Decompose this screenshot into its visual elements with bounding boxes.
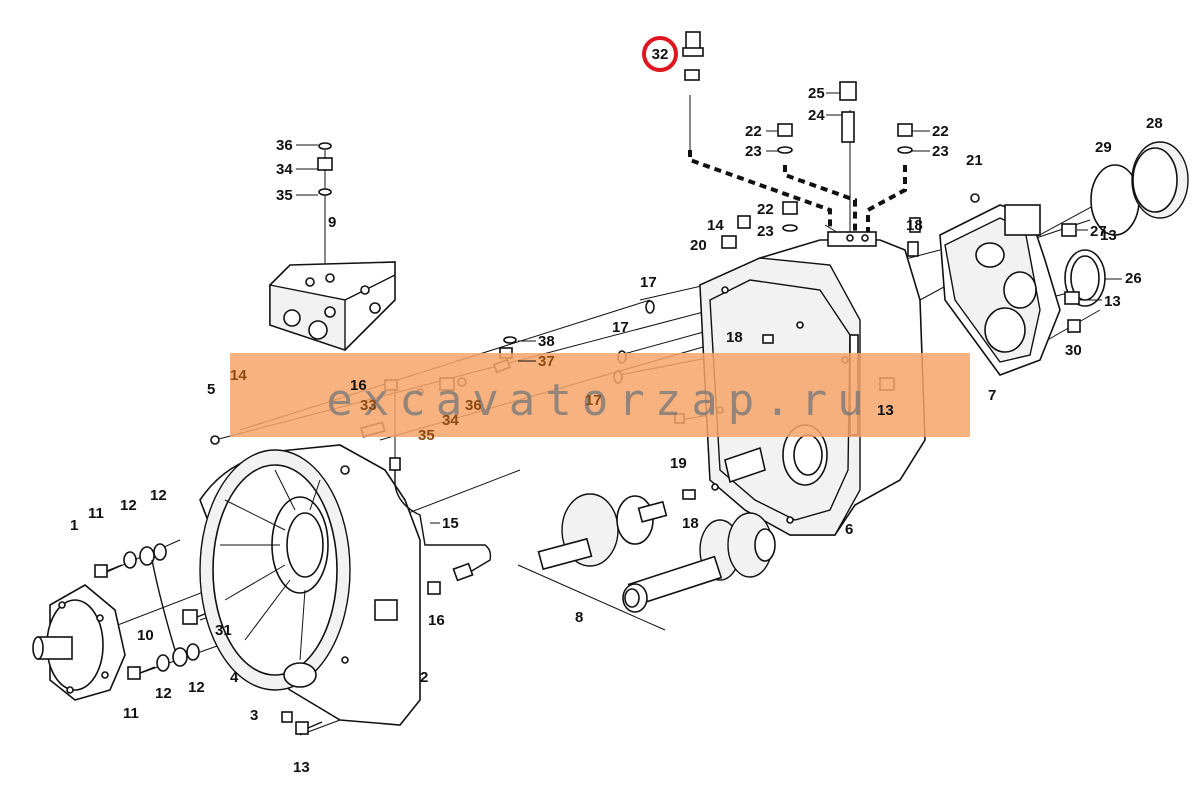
callout-29: 29 bbox=[1095, 139, 1112, 156]
callout-4: 4 bbox=[230, 669, 239, 686]
callout-17a: 17 bbox=[640, 274, 657, 291]
label-ticks bbox=[296, 92, 1122, 524]
callout-17b: 17 bbox=[612, 319, 629, 336]
callout-32: 32 bbox=[652, 46, 669, 63]
callout-11b: 11 bbox=[123, 705, 139, 722]
part-2-front-housing bbox=[199, 444, 421, 726]
small-fasteners-left bbox=[94, 435, 323, 735]
callout-10: 10 bbox=[137, 627, 154, 644]
callout-7: 7 bbox=[988, 387, 996, 404]
callout-32-highlight-ring bbox=[642, 36, 678, 72]
callout-16a: 16 bbox=[350, 377, 367, 394]
callout-14b: 14 bbox=[707, 217, 724, 234]
callout-1: 1 bbox=[70, 517, 78, 534]
callout-22c: 22 bbox=[757, 201, 774, 218]
callout-13a: 13 bbox=[293, 759, 310, 776]
callout-38: 38 bbox=[538, 333, 555, 350]
watermark-text: excavatorzap.ru bbox=[326, 375, 873, 426]
part-8-gear-shafts bbox=[537, 493, 776, 613]
callout-19: 19 bbox=[670, 455, 687, 472]
callout-23b: 23 bbox=[932, 143, 949, 160]
callout-35a: 35 bbox=[276, 187, 293, 204]
callout-18b: 18 bbox=[726, 329, 743, 346]
callout-15: 15 bbox=[442, 515, 459, 532]
callout-9: 9 bbox=[328, 214, 336, 231]
callout-25: 25 bbox=[808, 85, 825, 102]
callout-11a: 11 bbox=[88, 505, 104, 522]
callout-23a: 23 bbox=[745, 143, 762, 160]
callout-35b: 35 bbox=[418, 427, 435, 444]
callout-13d: 13 bbox=[1100, 227, 1117, 244]
watermark: excavatorzap.ru bbox=[230, 353, 970, 437]
callout-16b: 16 bbox=[428, 612, 445, 629]
part-1-flange bbox=[32, 584, 126, 701]
callout-18a: 18 bbox=[906, 217, 923, 234]
dashed-leaders bbox=[688, 150, 907, 235]
callout-34a: 34 bbox=[276, 161, 293, 178]
part-9-valve-block bbox=[269, 142, 396, 351]
part-7-rear-cover bbox=[939, 141, 1189, 376]
callout-37: 37 bbox=[538, 353, 555, 370]
callout-34b: 34 bbox=[442, 412, 459, 429]
part-15-pipe bbox=[389, 457, 492, 595]
callout-24: 24 bbox=[808, 107, 825, 124]
callout-30: 30 bbox=[1065, 342, 1082, 359]
callout-14a: 14 bbox=[230, 367, 247, 384]
callout-12d: 12 bbox=[188, 679, 205, 696]
callout-18c: 18 bbox=[682, 515, 699, 532]
callout-3: 3 bbox=[250, 707, 258, 724]
callout-33: 33 bbox=[360, 397, 377, 414]
callout-13b: 13 bbox=[1104, 293, 1121, 310]
callout-22a: 22 bbox=[745, 123, 762, 140]
callout-23c: 23 bbox=[757, 223, 774, 240]
callout-17c: 17 bbox=[585, 392, 602, 409]
callout-12b: 12 bbox=[150, 487, 167, 504]
callout-8: 8 bbox=[575, 609, 583, 626]
callout-31: 31 bbox=[215, 622, 232, 639]
callout-36a: 36 bbox=[276, 137, 293, 154]
callout-28: 28 bbox=[1146, 115, 1163, 132]
callout-36b: 36 bbox=[465, 397, 482, 414]
callout-22b: 22 bbox=[932, 123, 949, 140]
callout-13c: 13 bbox=[877, 402, 894, 419]
callout-6: 6 bbox=[845, 521, 853, 538]
callout-2: 2 bbox=[420, 669, 428, 686]
callout-26: 26 bbox=[1125, 270, 1142, 287]
callout-labels: 1 2 3 4 5 6 7 8 9 10 11 11 12 12 12 12 1… bbox=[70, 36, 1163, 776]
callout-20: 20 bbox=[690, 237, 707, 254]
callout-12c: 12 bbox=[155, 685, 172, 702]
callout-21: 21 bbox=[966, 152, 983, 169]
callout-27: 27 bbox=[1090, 223, 1107, 240]
callout-5: 5 bbox=[207, 381, 215, 398]
callout-12a: 12 bbox=[120, 497, 137, 514]
